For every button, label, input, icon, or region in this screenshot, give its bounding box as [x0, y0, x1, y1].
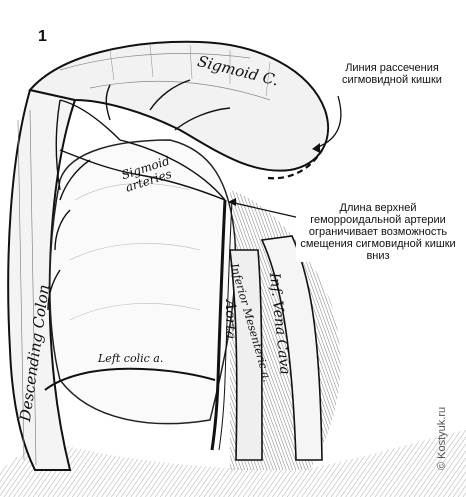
figure-number: 1	[38, 28, 47, 45]
inferior-mesenteric-artery	[210, 199, 227, 451]
sigmoid-arteries	[47, 79, 231, 311]
sigmoid-cut-line	[267, 149, 323, 180]
aorta	[229, 249, 263, 461]
callout-artery-length: Длина верхней геморроидальной артерии ог…	[296, 202, 460, 262]
label-left-colic: Left colic a.	[98, 352, 164, 365]
left-colic-artery	[44, 367, 216, 391]
lower-shadow	[0, 430, 466, 497]
mesentery	[49, 139, 237, 425]
descending-colon	[7, 88, 77, 471]
leader-line-cut	[314, 95, 342, 149]
label-aorta: Aorta	[222, 300, 238, 340]
callout-sigmoid-cut: Линия рассечения сигмовидной кишки	[328, 62, 456, 86]
sigmoid-colon	[28, 40, 330, 172]
inf-vena-cava	[260, 235, 323, 461]
leader-line-artery	[229, 201, 301, 219]
watermark: © Kostyuk.ru	[436, 406, 448, 470]
